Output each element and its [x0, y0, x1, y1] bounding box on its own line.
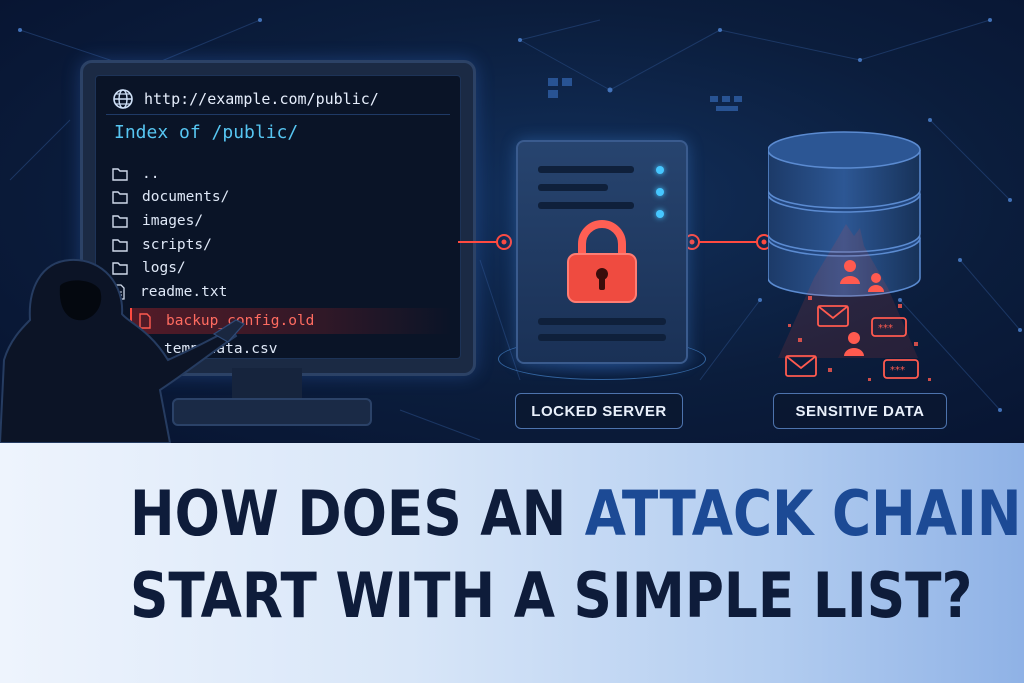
illustration: http://example.com/public/ Index of /pub…	[0, 0, 1024, 443]
monitor-base	[172, 398, 372, 426]
folder-icon	[112, 168, 128, 181]
connector-server-database	[684, 234, 772, 250]
list-item[interactable]: documents/	[112, 186, 452, 210]
page-title: Index of /public/	[114, 122, 299, 143]
status-led	[656, 166, 664, 174]
server	[516, 140, 688, 364]
headline-area: HOW DOES AN ATTACK CHAIN START WITH A SI…	[0, 443, 1024, 683]
folder-icon	[112, 191, 128, 205]
list-item[interactable]: ..	[112, 162, 452, 186]
folder-icon	[112, 262, 128, 275]
list-item[interactable]: images/	[112, 209, 452, 233]
list-item[interactable]: logs/	[112, 256, 452, 280]
headline-text: HOW DOES AN	[130, 477, 585, 550]
status-led	[656, 188, 664, 196]
monitor: http://example.com/public/ Index of /pub…	[80, 60, 476, 376]
network-background	[9, 18, 1022, 441]
address-bar[interactable]: http://example.com/public/	[106, 84, 450, 115]
svg-text:***: ***	[878, 323, 893, 334]
file-name: logs/	[142, 260, 186, 277]
folder-icon	[112, 215, 128, 228]
file-icon	[139, 312, 151, 329]
status-led	[656, 210, 664, 218]
padlock-icon	[567, 220, 637, 303]
url-text: http://example.com/public/	[144, 90, 379, 108]
list-item[interactable]: scripts/	[112, 233, 452, 257]
data-leak: *** ***	[778, 224, 919, 379]
file-name: images/	[142, 212, 204, 229]
headline-line-2: START WITH A SIMPLE LIST?	[130, 559, 973, 632]
headline-line-1: HOW DOES AN ATTACK CHAIN	[130, 483, 1021, 545]
highlighted-file[interactable]: backup_config.old	[130, 307, 452, 334]
file-name: readme.txt	[140, 283, 228, 300]
database: *** ***	[768, 131, 931, 381]
file-name: documents/	[142, 189, 230, 206]
folder-icon	[112, 238, 128, 252]
sensitive-data-label: SENSITIVE DATA	[773, 393, 947, 429]
headline-accent: ATTACK CHAIN	[584, 477, 1022, 550]
file-name: ..	[142, 165, 160, 182]
file-name: backup_config.old	[166, 312, 315, 329]
connector-monitor-server	[458, 234, 512, 250]
svg-text:***: ***	[890, 365, 905, 376]
globe-icon	[113, 89, 133, 109]
locked-server-label: LOCKED SERVER	[515, 393, 683, 429]
file-name: scripts/	[142, 236, 212, 253]
hooded-figure	[0, 258, 245, 443]
